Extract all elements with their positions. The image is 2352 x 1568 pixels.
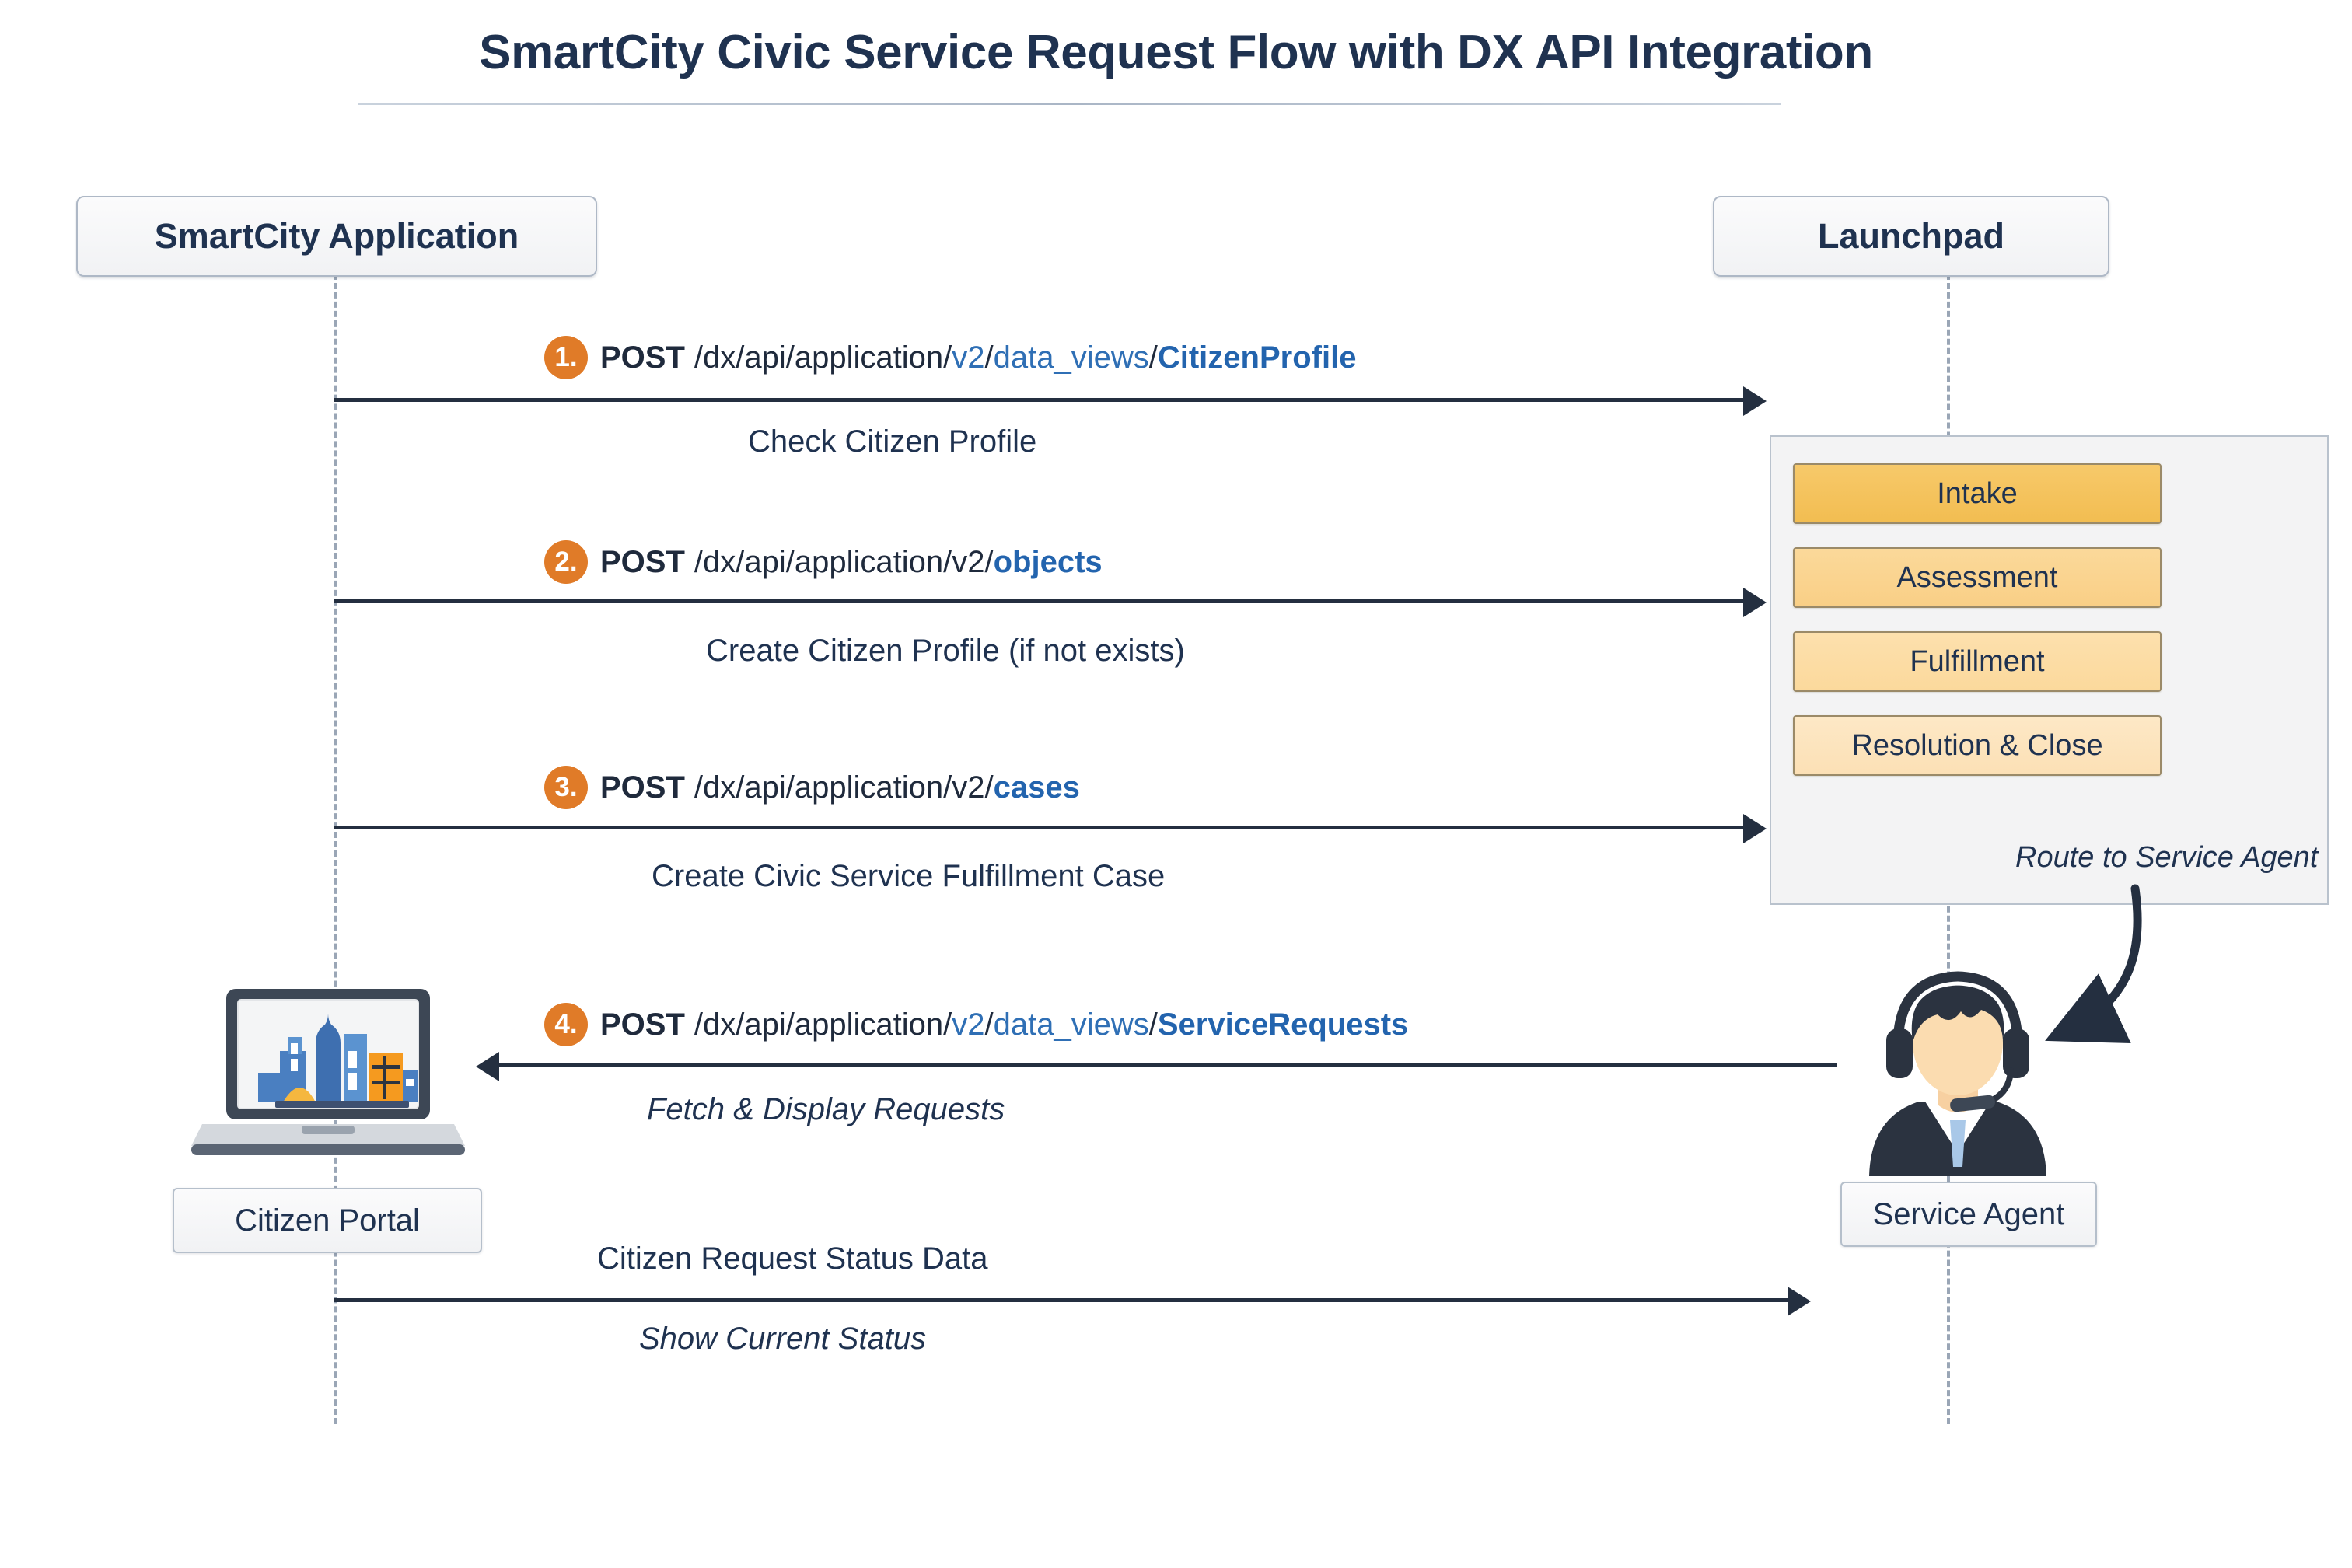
- stage-fulfillment[interactable]: Fulfillment: [1793, 631, 2162, 692]
- stage-intake[interactable]: Intake: [1793, 463, 2162, 524]
- message-1-number: 1.: [544, 336, 588, 379]
- title-divider: [358, 103, 1781, 105]
- message-2-path-part: /dx/api/application/v2/: [694, 544, 994, 579]
- message-4-path-part: /: [984, 1007, 994, 1042]
- participant-smartcity-label: SmartCity Application: [154, 216, 519, 256]
- message-2-api-label: 2. POST /dx/api/application/v2/ objects: [544, 540, 1103, 584]
- stage-fulfillment-label: Fulfillment: [1910, 644, 2045, 678]
- message-4-api-label: 4. POST /dx/api/application/ v2 / data_v…: [544, 1003, 1408, 1046]
- message-1-description: Check Citizen Profile: [748, 424, 1037, 459]
- message-1-path-part: /dx/api/application/: [694, 340, 952, 375]
- message-3-path-part: cases: [993, 770, 1080, 805]
- participant-launchpad-label: Launchpad: [1817, 216, 2004, 256]
- message-1-path-part: data_views: [993, 340, 1149, 375]
- message-1-api-label: 1. POST /dx/api/application/ v2 / data_v…: [544, 336, 1356, 379]
- message-1-arrow-line: [334, 398, 1743, 402]
- message-3-description: Create Civic Service Fulfillment Case: [652, 859, 1166, 893]
- message-3-path-part: /dx/api/application/v2/: [694, 770, 994, 805]
- route-to-service-agent-note: Route to Service Agent: [2015, 841, 2319, 874]
- message-4-path-part: /: [1148, 1007, 1158, 1042]
- page-title: SmartCity Civic Service Request Flow wit…: [479, 26, 1873, 79]
- message-4-path-part: /dx/api/application/: [694, 1007, 952, 1042]
- message-4-path-part: data_views: [993, 1007, 1149, 1042]
- stage-intake-label: Intake: [1937, 477, 2018, 510]
- message-4-description: Fetch & Display Requests: [647, 1092, 1005, 1126]
- message-1-path-part: CitizenProfile: [1157, 340, 1357, 375]
- message-5-arrow-line: [334, 1298, 1788, 1302]
- stage-resolution-close[interactable]: Resolution & Close: [1793, 715, 2162, 776]
- node-service-agent-label: Service Agent: [1872, 1196, 2065, 1231]
- message-2-number: 2.: [544, 540, 588, 584]
- node-citizen-portal-label: Citizen Portal: [235, 1203, 420, 1238]
- message-1-path-part: /: [984, 340, 994, 375]
- message-4-arrow-line: [499, 1063, 1837, 1067]
- message-2-path-part: objects: [993, 544, 1103, 579]
- node-service-agent[interactable]: Service Agent: [1840, 1182, 2097, 1247]
- message-4-number: 4.: [544, 1003, 588, 1046]
- message-2-arrow-line: [334, 599, 1743, 603]
- message-2-description: Create Citizen Profile (if not exists): [706, 634, 1185, 668]
- message-5-description-top: Citizen Request Status Data: [597, 1241, 988, 1276]
- stage-resolution-close-label: Resolution & Close: [1851, 728, 2103, 762]
- stage-assessment[interactable]: Assessment: [1793, 547, 2162, 608]
- message-3-verb: POST: [600, 770, 685, 805]
- message-1-path-part: v2: [952, 340, 985, 375]
- message-1-path-part: /: [1148, 340, 1158, 375]
- message-3-number: 3.: [544, 766, 588, 809]
- message-4-verb: POST: [600, 1007, 685, 1042]
- message-3-arrow-line: [334, 826, 1743, 829]
- message-2-arrowhead-icon: [1743, 588, 1767, 617]
- message-5-arrowhead-icon: [1788, 1287, 1811, 1316]
- route-curved-arrow-icon: [2045, 884, 2142, 1043]
- launchpad-activation-panel: Intake Assessment Fulfillment Resolution…: [1770, 435, 2329, 905]
- node-citizen-portal[interactable]: Citizen Portal: [173, 1188, 482, 1253]
- message-4-path-part: ServiceRequests: [1157, 1007, 1409, 1042]
- message-3-arrowhead-icon: [1743, 814, 1767, 843]
- stage-assessment-label: Assessment: [1896, 560, 2058, 594]
- lifeline-smartcity: [334, 274, 337, 1424]
- message-4-arrowhead-icon: [476, 1052, 499, 1081]
- laptop-city-icon: [191, 989, 465, 1155]
- participant-launchpad[interactable]: Launchpad: [1713, 196, 2109, 277]
- message-4-path-part: v2: [952, 1007, 985, 1042]
- message-5-description: Show Current Status: [639, 1322, 927, 1356]
- message-3-api-label: 3. POST /dx/api/application/v2/ cases: [544, 766, 1080, 809]
- message-1-arrowhead-icon: [1743, 386, 1767, 416]
- message-2-verb: POST: [600, 544, 685, 579]
- headset-agent-icon: [1869, 971, 2046, 1176]
- message-1-verb: POST: [600, 340, 685, 375]
- participant-smartcity-application[interactable]: SmartCity Application: [76, 196, 597, 277]
